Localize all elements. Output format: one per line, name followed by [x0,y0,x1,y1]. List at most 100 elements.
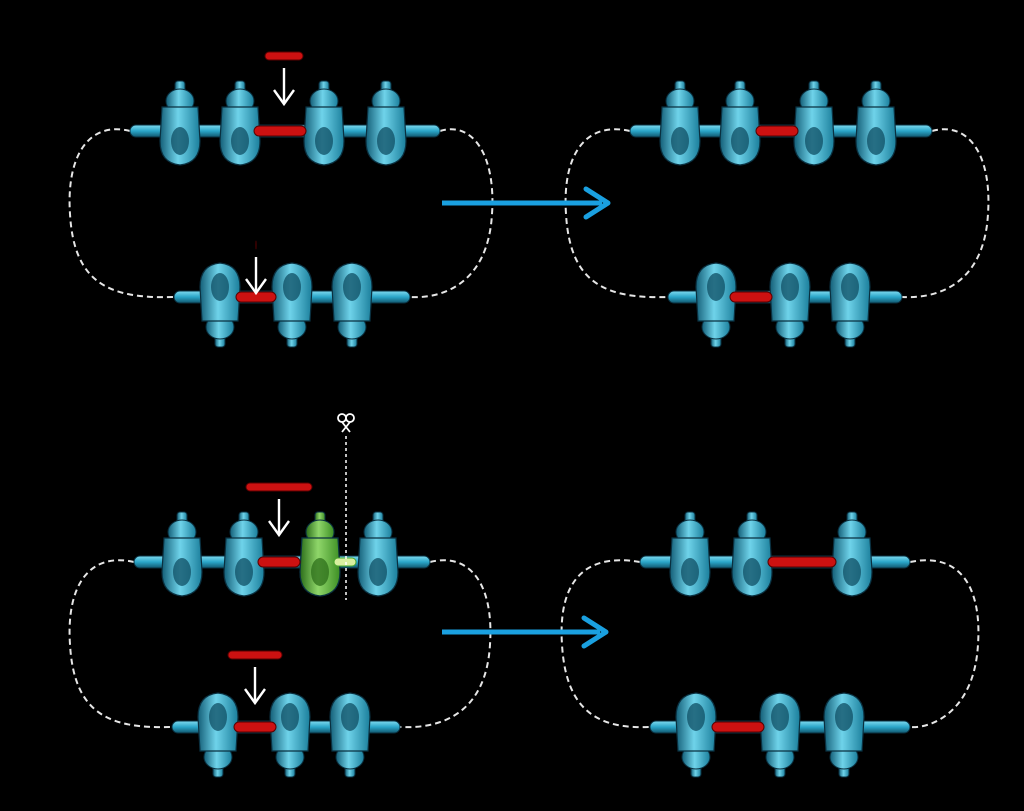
strand-layer [129,80,933,778]
panel-top-before-top-strand-insert-segment [253,125,307,137]
subunit-cavity [841,273,859,301]
panel-bottom-before-bottom-strand [171,692,401,778]
subunit-cavity [681,558,699,586]
free-insert-fragment [264,51,304,61]
panel-bottom-after-loop [560,559,980,729]
subunit-cavity [211,273,229,301]
free-insert-fragment [245,482,313,492]
subunit [329,692,371,778]
subunit-cavity [171,127,189,155]
scissors-icon [337,413,355,600]
subunit [159,80,201,166]
subunit [831,511,873,597]
down-arrow-icon [245,257,267,296]
subunit-cavity [281,703,299,731]
panel-bottom-before-bottom-strand-insert-segment [233,721,277,733]
subunit [357,511,399,597]
panel-bottom-after-top-strand [639,511,911,597]
subunit-cavity [835,703,853,731]
panel-bottom-before-top-strand-green-link [333,557,357,567]
subunit-cavity [867,127,885,155]
panel-top-before-top-target-marker [264,51,304,107]
subunit-cavity [731,127,749,155]
panel-bottom-after-bottom-strand-insert-segment [711,721,765,733]
panel-bottom-after-bottom-strand [649,692,911,778]
subunit-cavity [687,703,705,731]
process-arrow-head [581,615,609,649]
subunit-cavity [235,558,253,586]
panel-bottom-before-loop [68,559,492,729]
subunit [331,262,373,348]
marker-layer [227,51,611,706]
subunit-cavity [771,703,789,731]
loop-layer [68,128,990,729]
subunit-cavity [707,273,725,301]
subunit-cavity [173,558,191,586]
subunit [161,511,203,597]
subunit-cavity [283,273,301,301]
subunit [271,262,313,348]
subunit-cavity [311,558,329,586]
subunit [793,80,835,166]
subunit [731,511,773,597]
panel-bottom-before-bottom-target-marker [227,650,283,706]
panel-bottom-before-top-strand [133,511,431,597]
right-arrow-icon [442,615,609,649]
subunit [823,692,865,778]
panel-top-after-top-strand-insert-segment [755,125,799,137]
subunit-cavity [231,127,249,155]
scissors-blades [341,421,351,433]
subunit [675,692,717,778]
subunit-cavity [209,703,227,731]
right-arrow-icon [442,186,611,220]
panel-top-before-bottom-strand [173,262,411,348]
panel-bottom-before-top-target-marker [245,482,313,538]
subunit-cavity [343,273,361,301]
arrow-head [244,688,266,706]
panel-top-before-top-strand [129,80,441,166]
subunit [829,262,871,348]
subunit [197,692,239,778]
arrow-head [273,89,295,107]
subunit-cavity [743,558,761,586]
arrow-head [245,278,267,296]
scissors-loop [337,413,347,423]
subunit [769,262,811,348]
subunit [269,692,311,778]
subunit-cavity [805,127,823,155]
arrow-head [268,520,290,538]
subunit [759,692,801,778]
subunit-cavity [315,127,333,155]
down-arrow-icon [268,499,290,538]
subunit-cavity [781,273,799,301]
subunit [659,80,701,166]
panel-bottom-before-top-strand-insert-segment [257,556,301,568]
down-arrow-icon [244,667,266,706]
subunit [695,262,737,348]
subunit [719,80,761,166]
subunit [669,511,711,597]
subunit [223,511,265,597]
scissors-loop [345,413,355,423]
panel-bottom-after-top-strand-insert-segment [767,556,837,568]
subunit-cavity [671,127,689,155]
free-insert-fragment [227,650,283,660]
inserted-subunit [299,511,341,597]
process-arrow-head [583,186,611,220]
panel-top-after-bottom-strand [667,262,903,348]
subunit [199,262,241,348]
subunit-cavity [843,558,861,586]
subunit [855,80,897,166]
subunit [219,80,261,166]
subunit-cavity [341,703,359,731]
panel-top-after-loop [564,128,990,299]
down-arrow-icon [273,68,295,107]
panel-top-before-loop [68,128,494,299]
subunit [365,80,407,166]
subunit-cavity [377,127,395,155]
subunit [303,80,345,166]
panel-top-after-top-strand [629,80,933,166]
panel-top-after-bottom-strand-insert-segment [729,291,773,303]
subunit-cavity [369,558,387,586]
